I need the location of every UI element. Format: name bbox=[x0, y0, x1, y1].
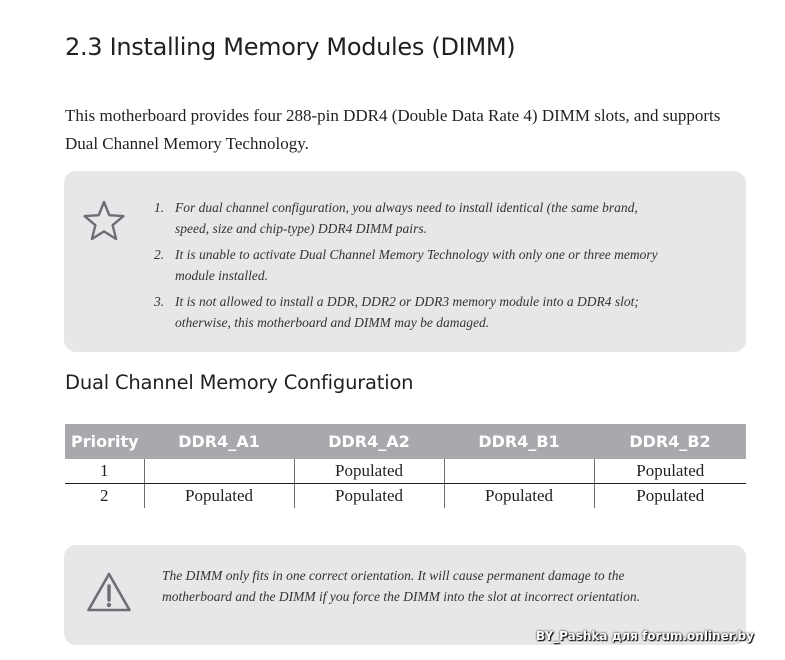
note-item-text: It is not allowed to install a DDR, DDR2… bbox=[175, 294, 639, 330]
table-cell: Populated bbox=[293, 459, 444, 484]
intro-paragraph: This motherboard provides four 288-pin D… bbox=[65, 106, 721, 153]
note-list: 1. For dual channel configuration, you a… bbox=[154, 197, 674, 338]
note-item-text: It is unable to activate Dual Channel Me… bbox=[175, 247, 658, 283]
header-priority: Priority bbox=[65, 424, 144, 459]
table-row: 2 Populated Populated Populated Populate… bbox=[65, 483, 746, 508]
note-item-number: 3. bbox=[154, 294, 165, 309]
table-cell: Populated bbox=[593, 483, 746, 508]
header-ddr4-b2: DDR4_B2 bbox=[594, 424, 746, 459]
note-box-dual-channel: 1. For dual channel configuration, you a… bbox=[64, 171, 746, 352]
header-ddr4-a1: DDR4_A1 bbox=[144, 424, 294, 459]
note-item-number: 2. bbox=[154, 247, 165, 262]
note-item: 3. It is not allowed to install a DDR, D… bbox=[154, 291, 674, 333]
table-cell bbox=[143, 459, 294, 484]
table-cell bbox=[443, 459, 594, 484]
note-box-orientation: The DIMM only fits in one correct orient… bbox=[64, 545, 746, 645]
note-text: The DIMM only fits in one correct orient… bbox=[162, 568, 641, 604]
note-item: 2. It is unable to activate Dual Channel… bbox=[154, 244, 674, 286]
memory-config-table: Priority DDR4_A1 DDR4_A2 DDR4_B1 DDR4_B2… bbox=[65, 424, 746, 508]
warning-icon bbox=[86, 571, 132, 618]
config-title: Dual Channel Memory Configuration bbox=[65, 371, 414, 394]
star-icon bbox=[82, 199, 126, 246]
section-title: 2.3 Installing Memory Modules (DIMM) bbox=[65, 33, 516, 61]
table-row: 1 Populated Populated bbox=[65, 459, 746, 484]
header-ddr4-b1: DDR4_B1 bbox=[444, 424, 594, 459]
note-item-text: For dual channel configuration, you alwa… bbox=[175, 200, 638, 236]
table-cell: Populated bbox=[143, 483, 294, 508]
table-cell: 1 bbox=[65, 459, 144, 484]
watermark: BY_Pashka для forum.onliner.by bbox=[536, 629, 754, 643]
table-cell: Populated bbox=[443, 483, 594, 508]
note-item: 1. For dual channel configuration, you a… bbox=[154, 197, 674, 239]
note-item-number: 1. bbox=[154, 200, 165, 215]
table-cell: 2 bbox=[100, 486, 109, 505]
header-ddr4-a2: DDR4_A2 bbox=[294, 424, 444, 459]
table-cell: Populated bbox=[293, 483, 444, 508]
table-header-row: Priority DDR4_A1 DDR4_A2 DDR4_B1 DDR4_B2 bbox=[65, 424, 746, 459]
table-cell: Populated bbox=[593, 459, 746, 484]
